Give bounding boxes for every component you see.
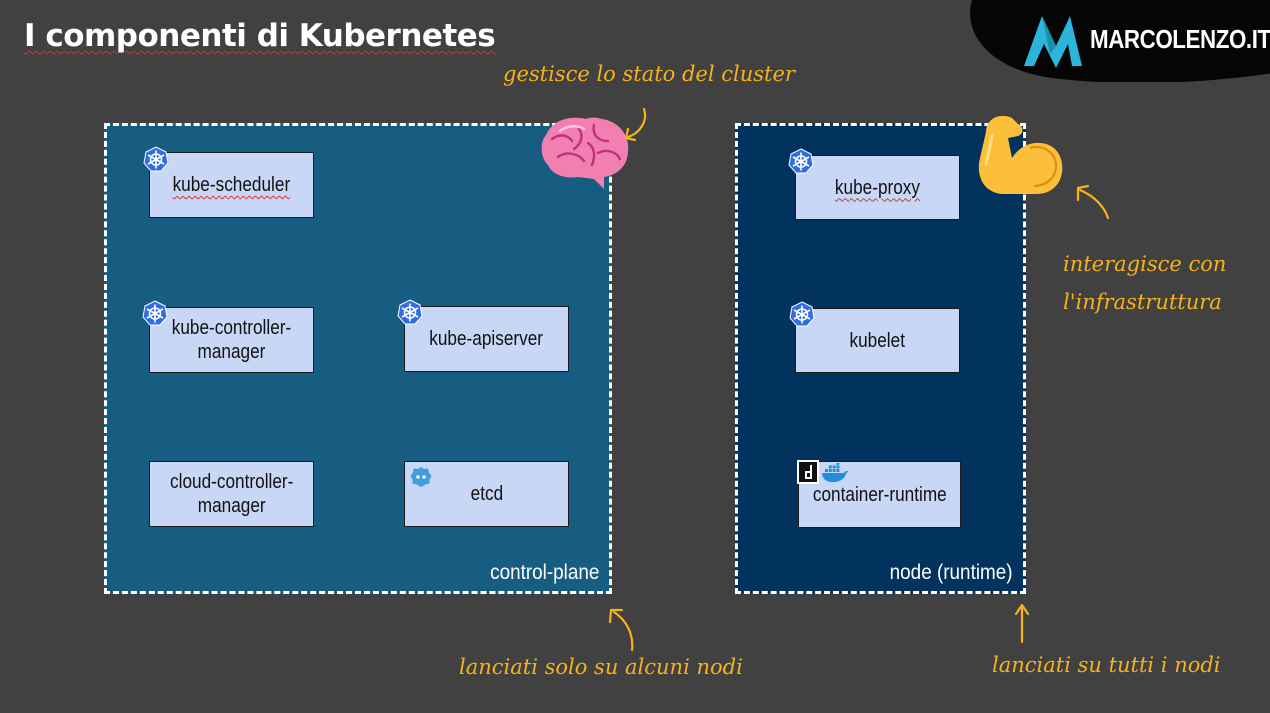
- annotation-arrow: [608, 608, 634, 652]
- annotation-control-plane-scope: lanciati solo su alcuni nodi: [459, 655, 743, 679]
- docker-icon: [822, 463, 849, 483]
- kubernetes-icon: [143, 146, 169, 172]
- logo-background: [970, 0, 1270, 82]
- annotation-arrow: [1014, 603, 1030, 644]
- component-kube-proxy: kube-proxy: [795, 155, 960, 220]
- component-kube-controller-manager: kube-controller- manager: [149, 307, 314, 373]
- annotation-arrow: [624, 107, 647, 142]
- component-label: kube-proxy: [834, 176, 921, 199]
- kubernetes-icon: [397, 299, 423, 325]
- component-label: kubelet: [849, 329, 906, 352]
- component-label: kube-controller- manager: [171, 317, 292, 363]
- node-region: kube-proxy kubelet container-runtime nod…: [735, 123, 1026, 594]
- component-kubelet: kubelet: [795, 308, 960, 373]
- logo-icon: [1024, 16, 1082, 68]
- brain-icon: [541, 117, 629, 189]
- component-etcd: etcd: [404, 461, 569, 527]
- annotation-node-role: interagisce con l'infrastruttura: [1063, 252, 1227, 314]
- annotation-node-scope: lanciati su tutti i nodi: [992, 653, 1221, 677]
- component-kube-scheduler: kube-scheduler: [149, 152, 314, 218]
- component-label: cloud-controller- manager: [169, 471, 294, 517]
- component-cloud-controller-manager: cloud-controller- manager: [149, 461, 314, 527]
- component-label: kube-scheduler: [172, 174, 291, 196]
- component-kube-apiserver: kube-apiserver: [404, 306, 569, 372]
- etcd-icon: [410, 467, 432, 487]
- page-title: I componenti di Kubernetes: [24, 18, 496, 54]
- logo-text: MARCOLENZO.IT: [1090, 24, 1270, 54]
- annotation-arrow: [1076, 184, 1110, 220]
- kubernetes-icon: [788, 148, 814, 174]
- component-label: kube-apiserver: [429, 328, 544, 350]
- component-label: container-runtime: [812, 483, 947, 506]
- kubernetes-icon: [142, 300, 168, 326]
- component-container-runtime: container-runtime: [798, 461, 961, 528]
- flexed-biceps-icon: [978, 116, 1063, 194]
- containerd-icon: [797, 460, 819, 484]
- annotation-control-plane-role: gestisce lo stato del cluster: [503, 62, 795, 86]
- region-label: control-plane: [489, 561, 599, 584]
- control-plane-region: kube-scheduler kube-controller- manager …: [104, 123, 612, 594]
- region-label: node (runtime): [890, 561, 1013, 584]
- component-label: etcd: [470, 483, 503, 505]
- kubernetes-icon: [789, 301, 815, 327]
